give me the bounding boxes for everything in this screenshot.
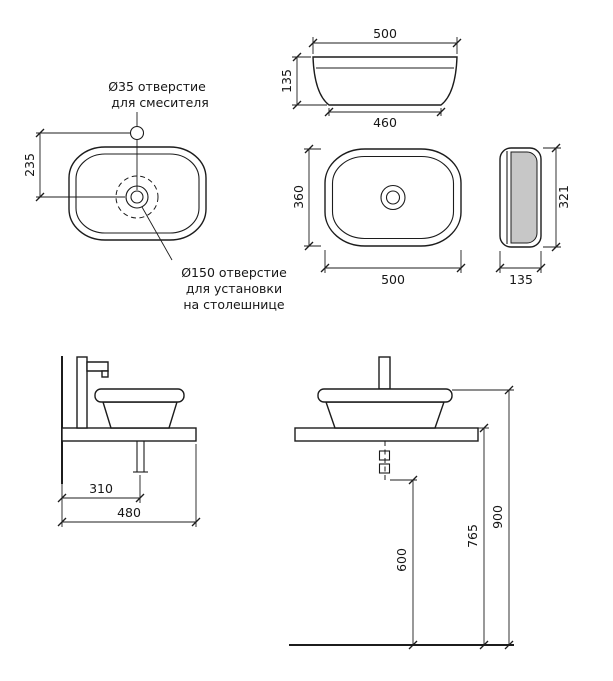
basin-plan-view: 360 500: [291, 144, 466, 287]
drain-inner-circle: [130, 190, 144, 204]
mount-hole-label-line2: для установки: [186, 281, 282, 296]
dim-235: 235: [22, 128, 130, 202]
basin-side-view: 321 135: [495, 143, 571, 287]
basin-inner-outline: [75, 153, 200, 234]
basin-outer-outline: [68, 146, 207, 241]
mount-hole-label-line3: на столешнице: [183, 297, 285, 312]
mount-hole-label-line1: Ø150 отверстие: [181, 265, 287, 280]
dim-500-plan: 500: [320, 250, 466, 287]
mount-hole-dashed-circle: [115, 175, 159, 219]
dim-900: 900: [452, 385, 514, 650]
side-shaded-body: [510, 151, 538, 244]
dim-600: 600: [390, 475, 418, 650]
dim-360-label: 360: [291, 185, 306, 209]
faucet-body-front: [378, 356, 391, 390]
dim-500-top: 500: [308, 26, 462, 54]
installation-front-view: 600 765 900: [289, 356, 514, 650]
mixer-hole-label-line2: для смесителя: [111, 95, 209, 110]
dim-765: 765: [465, 423, 489, 650]
faucet-spout: [86, 361, 109, 372]
basin-rim-side: [94, 388, 185, 403]
basin-bowl-front: [325, 401, 445, 429]
countertop-front: [294, 427, 479, 442]
mount-hole-leader: [141, 206, 173, 261]
dim-310: 310: [57, 475, 145, 527]
drain-fitting-upper: [378, 450, 391, 461]
basin-bowl-side: [102, 401, 178, 429]
dim-480-label: 480: [117, 505, 141, 520]
mixer-hole-label-line1: Ø35 отверстие: [108, 79, 206, 94]
dim-135-side: 135: [495, 251, 546, 287]
dim-360: 360: [291, 144, 321, 251]
plan-drain-inner: [385, 190, 401, 205]
faucet-nozzle: [101, 370, 109, 378]
dim-310-label: 310: [89, 481, 113, 496]
dim-321: 321: [543, 143, 571, 252]
dim-460-bottom: 460: [324, 107, 446, 130]
basin-front-outline: [312, 56, 458, 106]
drain-fitting-lower: [378, 463, 391, 474]
dim-500-top-label: 500: [373, 26, 397, 41]
countertop-side: [61, 427, 197, 442]
mixer-hole-circle: [129, 125, 145, 141]
dim-235-label: 235: [22, 153, 37, 177]
dim-135-front-label: 135: [279, 69, 294, 93]
dim-500-plan-label: 500: [381, 272, 405, 287]
dim-600-label: 600: [394, 548, 409, 572]
plan-drain-outer: [380, 184, 406, 211]
plan-inner-outline: [331, 155, 455, 240]
basin-rim-front: [317, 388, 453, 403]
dim-900-label: 900: [490, 505, 505, 529]
dim-135-front: 135: [279, 52, 327, 110]
basin-front-view: 500 135 460: [279, 26, 462, 130]
dim-460-label: 460: [373, 115, 397, 130]
dim-321-label: 321: [556, 185, 571, 209]
plan-outer-outline: [324, 148, 462, 247]
basin-top-view-annotated: Ø35 отверстие для смесителя Ø150 отверст…: [22, 79, 287, 312]
drain-outer-circle: [125, 185, 149, 209]
installation-side-view: 310 480: [57, 356, 201, 527]
dim-480: 480: [57, 444, 201, 527]
dim-765-label: 765: [465, 524, 480, 548]
faucet-body-side: [76, 356, 88, 429]
dim-135-side-label: 135: [509, 272, 533, 287]
